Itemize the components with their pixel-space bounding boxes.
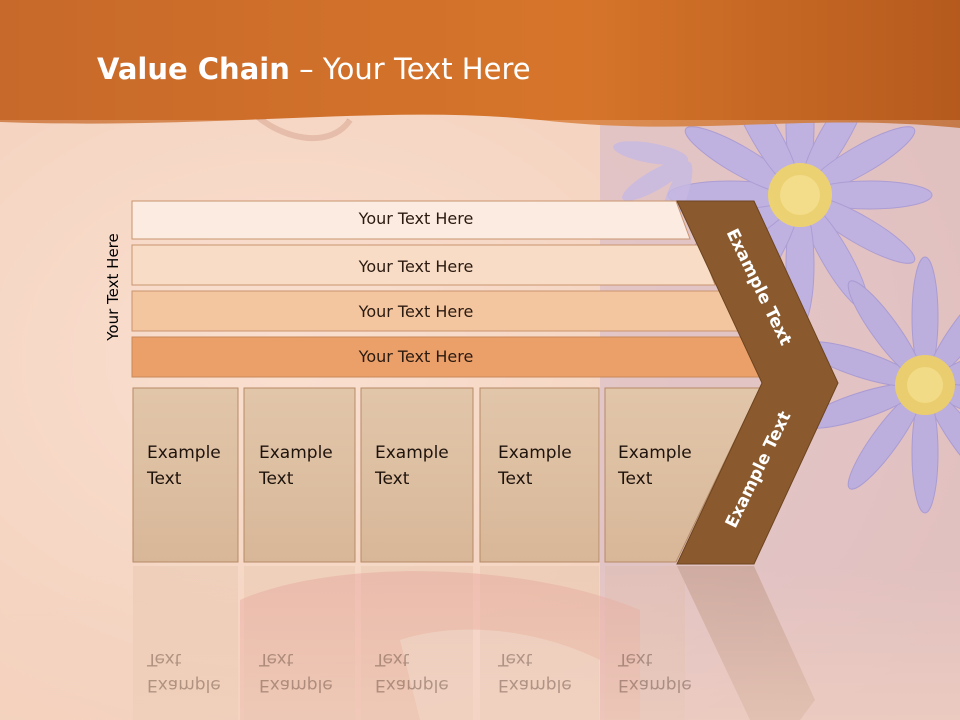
cell-box-3	[360, 387, 474, 563]
cell-1-line2: Text	[147, 469, 182, 489]
page-title: Value Chain – Your Text Here	[97, 52, 531, 86]
cell-text-2: Example Text	[259, 440, 333, 492]
cell-box-1	[132, 387, 239, 563]
cell-5-line2: Text	[618, 469, 653, 489]
cell-box-4	[479, 387, 600, 563]
row-label-4: Your Text Here	[358, 347, 474, 366]
header-band	[0, 0, 960, 128]
cell-3-line2: Text	[375, 469, 410, 489]
cell-3-line1: Example	[375, 443, 449, 463]
cell-text-3: Example Text	[375, 440, 449, 492]
cell-1-line1: Example	[147, 443, 221, 463]
row-label-3: Your Text Here	[358, 302, 474, 321]
title-separator: –	[289, 52, 323, 86]
cell-5-line1: Example	[618, 443, 692, 463]
row-bar-1	[131, 200, 691, 240]
cell-4-line2: Text	[498, 469, 533, 489]
row-bar-2	[131, 244, 716, 286]
cell-4-line1: Example	[498, 443, 572, 463]
row-label-1: Your Text Here	[358, 209, 474, 228]
title-bold: Value Chain	[97, 52, 290, 86]
side-label: Your Text Here	[104, 233, 122, 341]
cell-2-line1: Example	[259, 443, 333, 463]
cell-box-2	[243, 387, 356, 563]
cell-text-5: Example Text	[618, 440, 692, 492]
title-rest: Your Text Here	[322, 52, 531, 86]
chevron-arrow	[676, 200, 839, 565]
row-label-2: Your Text Here	[358, 257, 474, 276]
cell-text-1: Example Text	[147, 440, 221, 492]
cell-box-5	[604, 387, 761, 563]
cell-2-line2: Text	[259, 469, 294, 489]
cell-text-4: Example Text	[498, 440, 572, 492]
